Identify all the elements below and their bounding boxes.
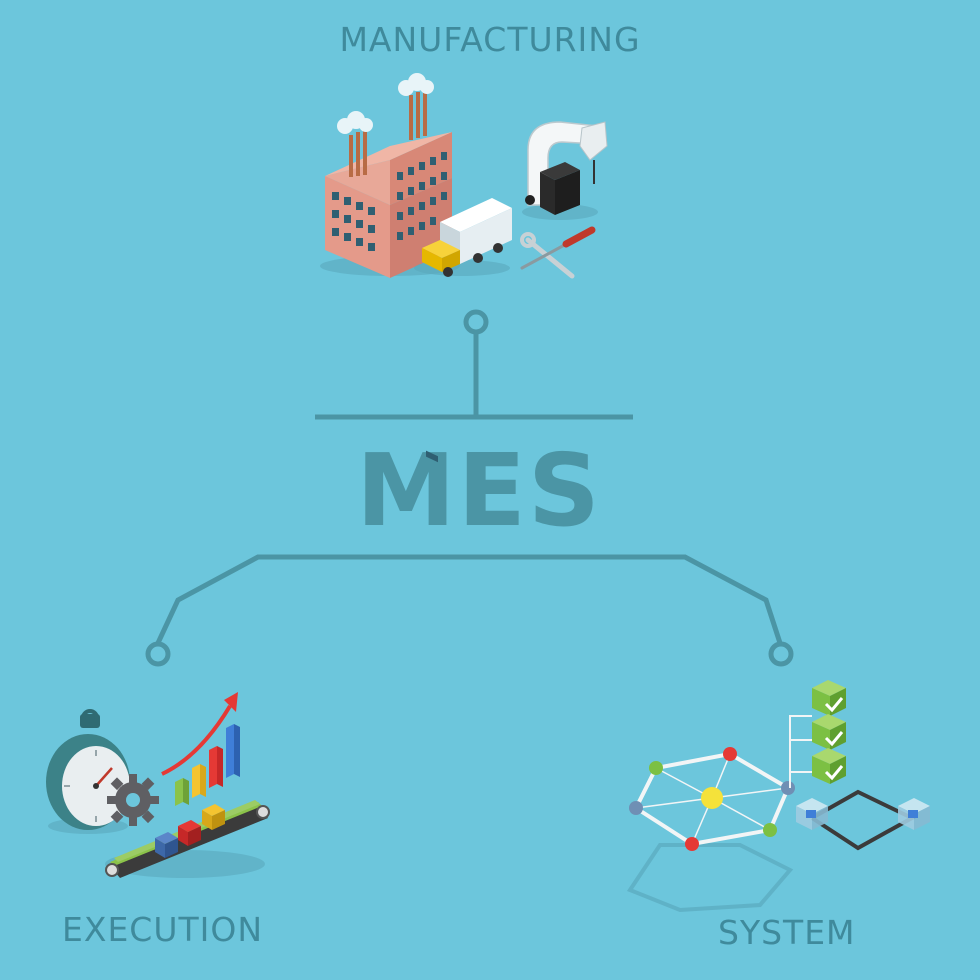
left-connector-node (145, 641, 171, 667)
gear-icon (107, 774, 159, 826)
bottom-connector-branch (155, 554, 783, 645)
screwdriver-icon (520, 226, 596, 270)
manufacturing-label: MANUFACTURING (339, 20, 641, 59)
truck-icon (414, 198, 512, 463)
connector-lines (145, 309, 794, 667)
factory-icon (320, 73, 460, 278)
diagram-title: MES (356, 432, 602, 549)
network-nodes-icon (626, 747, 795, 913)
top-connector-node (463, 309, 489, 335)
right-connector-node (768, 641, 794, 667)
robotic-arm-icon (522, 121, 608, 220)
workflow-blocks-icon (796, 789, 930, 851)
bar-chart-icon (161, 692, 240, 806)
execution-label: EXECUTION (62, 910, 264, 949)
stopwatch-icon (46, 709, 130, 834)
wrench-icon (520, 232, 575, 279)
system-label: SYSTEM (718, 913, 856, 952)
conveyor-belt-icon (105, 800, 270, 878)
checkbox-list-icon (789, 680, 846, 788)
